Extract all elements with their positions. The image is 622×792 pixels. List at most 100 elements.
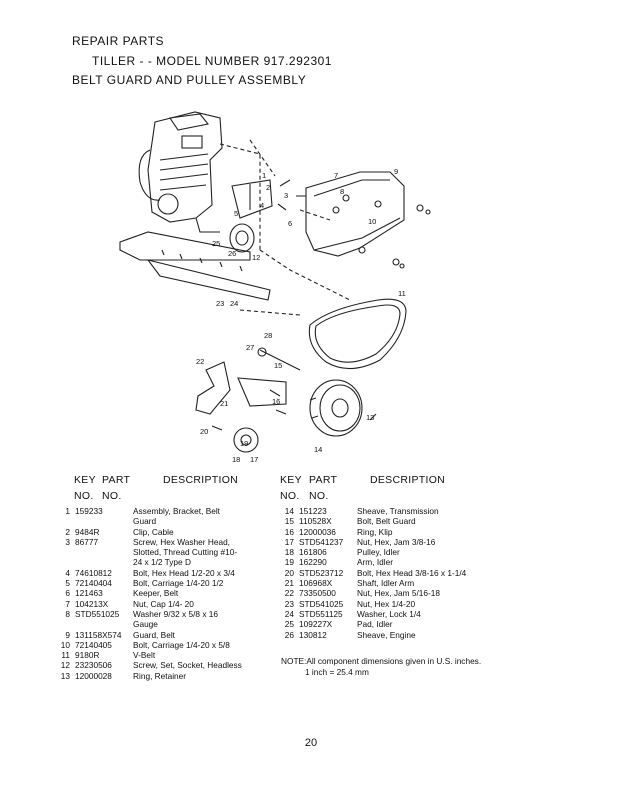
- part-number: 162290: [299, 557, 327, 568]
- description-line: Pulley, Idler: [357, 547, 400, 558]
- col-part-no: NO.: [309, 490, 329, 502]
- description-line: Ring, Klip: [357, 526, 393, 537]
- dimension-note: NOTE:All component dimensions given in U…: [281, 656, 481, 678]
- callout-label: 4: [260, 201, 264, 210]
- description-line: Bolt, Carriage 1/4-20 1/2: [133, 578, 224, 589]
- callout-label: 3: [284, 191, 288, 200]
- col-part: PART: [102, 474, 131, 486]
- key-number: 16: [284, 526, 294, 537]
- engine-drawing: [138, 111, 223, 233]
- description-line: Washer, Lock 1/4: [357, 608, 421, 619]
- note-line: NOTE:All component dimensions given in U…: [281, 656, 482, 666]
- key-number: 23: [284, 598, 294, 609]
- part-number: 130812: [299, 629, 327, 640]
- description-line: Washer 9/32 x 5/8 x 16: [133, 608, 219, 619]
- part-description: Arm, Idler: [357, 557, 477, 567]
- idler-pulley-drawing: [233, 427, 259, 453]
- part-number: 86777: [75, 536, 99, 547]
- key-number: 5: [65, 578, 70, 589]
- part-number: STD551025: [75, 608, 120, 619]
- part-number: STD541237: [299, 536, 344, 547]
- callout-label: 15: [274, 361, 282, 370]
- description-line: Nut, Hex, Jam 3/8-16: [357, 536, 436, 547]
- description-line: Bolt, Hex Head 1/2-20 x 3/4: [133, 567, 235, 578]
- key-number: 21: [284, 578, 294, 589]
- description-line: Slotted, Thread Cutting #10-: [133, 547, 238, 558]
- part-number: 12000036: [299, 526, 336, 537]
- callout-label: 23: [216, 299, 224, 308]
- part-number: 151223: [299, 506, 327, 516]
- part-description: Bolt, Carriage 1/4-20 x 5/8: [133, 640, 245, 650]
- part-number: 12000028: [75, 670, 112, 681]
- part-number: 23230506: [75, 660, 112, 671]
- part-description: Ring, Klip: [357, 527, 477, 537]
- part-description: Bolt, Hex Head 3/8-16 x 1-1/4: [357, 568, 477, 578]
- key-number: 1: [65, 506, 70, 516]
- part-description: Sheave, Transmission: [357, 506, 477, 516]
- col-part-no: NO.: [102, 490, 122, 502]
- tine-shield-drawing: [119, 231, 271, 301]
- key-number: 25: [284, 619, 294, 630]
- part-description: Pad, Idler: [357, 619, 477, 629]
- key-number: 26: [284, 629, 294, 640]
- key-number: 7: [65, 598, 70, 609]
- callout-label: 10: [368, 217, 376, 226]
- callout-label: 24: [230, 299, 238, 308]
- part-number: 159233: [75, 506, 103, 516]
- callout-label: 22: [196, 357, 204, 366]
- description-line: Guard: [133, 516, 157, 527]
- callout-label: 16: [272, 397, 280, 406]
- description-line: Bolt, Carriage 1/4-20 x 5/8: [133, 639, 230, 650]
- part-description: Nut, Hex 1/4-20: [357, 599, 477, 609]
- part-number: 72140405: [75, 639, 112, 650]
- table-row: 9 131158X574 Guard, Belt: [48, 630, 245, 640]
- part-description: V-Belt: [133, 650, 245, 660]
- part-description: Nut, Hex, Jam 5/16-18: [357, 588, 477, 598]
- key-number: 19: [284, 557, 294, 568]
- description-line: Clip, Cable: [133, 526, 174, 537]
- part-number: 161806: [299, 547, 327, 558]
- part-description: Ring, Retainer: [133, 671, 245, 681]
- callout-label: 9: [394, 167, 398, 176]
- callout-label: 21: [220, 399, 228, 408]
- callout-label: 8: [340, 187, 344, 196]
- part-description: Sheave, Engine: [357, 630, 477, 640]
- key-number: 20: [284, 567, 294, 578]
- key-number: 8: [65, 608, 70, 619]
- col-key-no: NO.: [280, 490, 300, 502]
- alignment-lines: [219, 139, 351, 316]
- key-number: 24: [284, 608, 294, 619]
- part-description: Bolt, Belt Guard: [357, 516, 477, 526]
- part-number: 110528X: [299, 516, 332, 527]
- part-number: 131158X574: [75, 629, 122, 640]
- part-number: 73350500: [299, 588, 336, 599]
- part-description: Clip, Cable: [133, 527, 245, 537]
- part-number: 9180R: [75, 650, 100, 661]
- part-number: 104213X: [75, 598, 109, 609]
- key-number: 9: [65, 629, 70, 640]
- bracket-drawing: [231, 179, 273, 219]
- part-description: Washer, Lock 1/4: [357, 609, 477, 619]
- part-number: 121463: [75, 588, 103, 599]
- key-number: 22: [284, 588, 294, 599]
- description-line: Guard, Belt: [133, 629, 175, 640]
- callout-label: 5: [234, 209, 238, 218]
- key-number: 10: [60, 639, 70, 650]
- callout-label: 14: [314, 445, 322, 454]
- part-number: 74610812: [75, 567, 112, 578]
- col-key-no: NO.: [74, 490, 94, 502]
- callout-label: 27: [246, 343, 254, 352]
